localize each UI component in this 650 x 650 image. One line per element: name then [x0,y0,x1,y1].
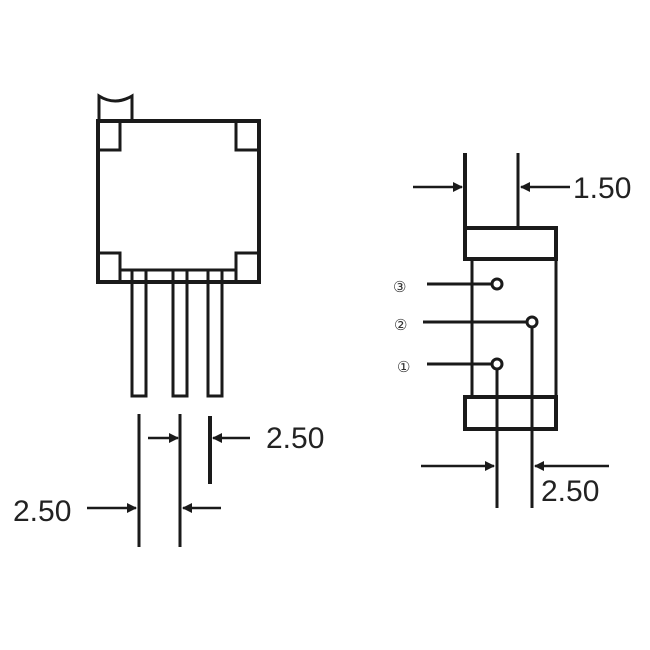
side-dim-bottom-label: 2.50 [541,475,599,508]
pin2-label: ② [394,316,407,334]
pin3-label: ③ [393,278,406,296]
corner-bl [96,251,122,284]
pin2-terminal [525,315,539,329]
side-view: 1.50 ③ ② ① 2.50 [393,153,631,508]
screw-head [97,93,134,120]
corner-br [234,251,261,284]
front-pin-1 [130,268,148,398]
pin1-label: ① [397,358,410,376]
front-view: 2.50 2.50 [13,93,324,547]
side-body [470,257,558,399]
side-dim-top-label: 1.50 [573,172,631,205]
front-dim-left-label: 2.50 [13,495,71,528]
pin1-terminal [490,357,504,371]
corner-tl [96,119,122,152]
side-base [463,395,558,431]
pin3-terminal [490,277,504,291]
corner-tr [234,119,261,152]
side-top-cap [463,226,558,261]
front-pin-3 [206,268,224,398]
front-dim-right-label: 2.50 [266,422,324,455]
front-pin-2 [171,268,189,398]
front-body [96,119,261,284]
